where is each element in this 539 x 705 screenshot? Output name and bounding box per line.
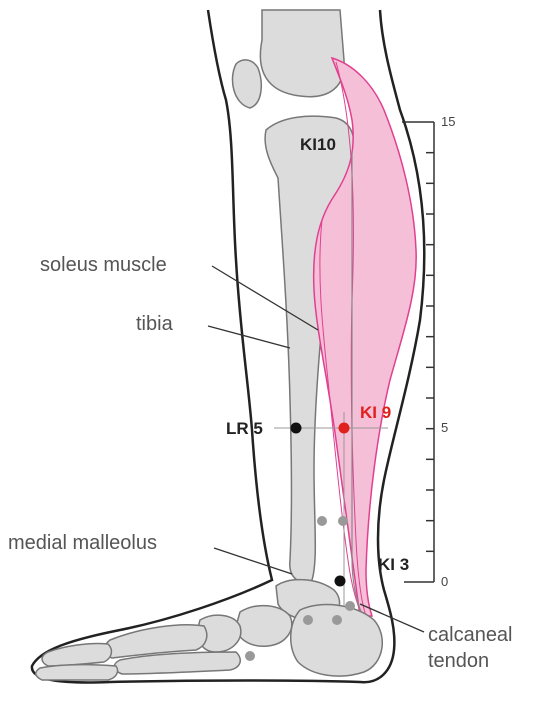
scale-label-5: 5 [441,420,448,435]
tibia-leader [208,326,290,348]
faint-point-4 [303,615,313,625]
lr5-label: LR 5 [226,419,263,438]
patella [232,60,261,108]
soleus-label: soleus muscle [40,254,167,276]
ki10-label: KI10 [300,135,336,154]
tibia-label: tibia [136,313,174,335]
faint-point-2 [338,516,348,526]
toe-bone-1 [42,643,111,666]
malleolus-label: medial malleolus [8,532,157,554]
femur [260,10,344,97]
faint-point-6 [245,651,255,661]
faint-point-1 [317,516,327,526]
tendon-label-line1: calcaneal [428,624,513,646]
ki3-label: KI 3 [378,555,409,574]
scale-label-15: 15 [441,114,455,129]
faint-point-3 [345,601,355,611]
scale-ticks [426,153,434,552]
ki9-point [339,423,350,434]
faint-point-5 [332,615,342,625]
lr5-point [291,423,302,434]
ki9-label: KI 9 [360,403,391,422]
foot-bones [36,580,383,680]
navicular-bone [236,606,292,647]
scale-label-0: 0 [441,574,448,589]
tendon-label-line2: tendon [428,650,489,672]
ki3-point [335,576,346,587]
toe-bone-2 [36,665,118,680]
malleolus-leader [214,548,292,574]
